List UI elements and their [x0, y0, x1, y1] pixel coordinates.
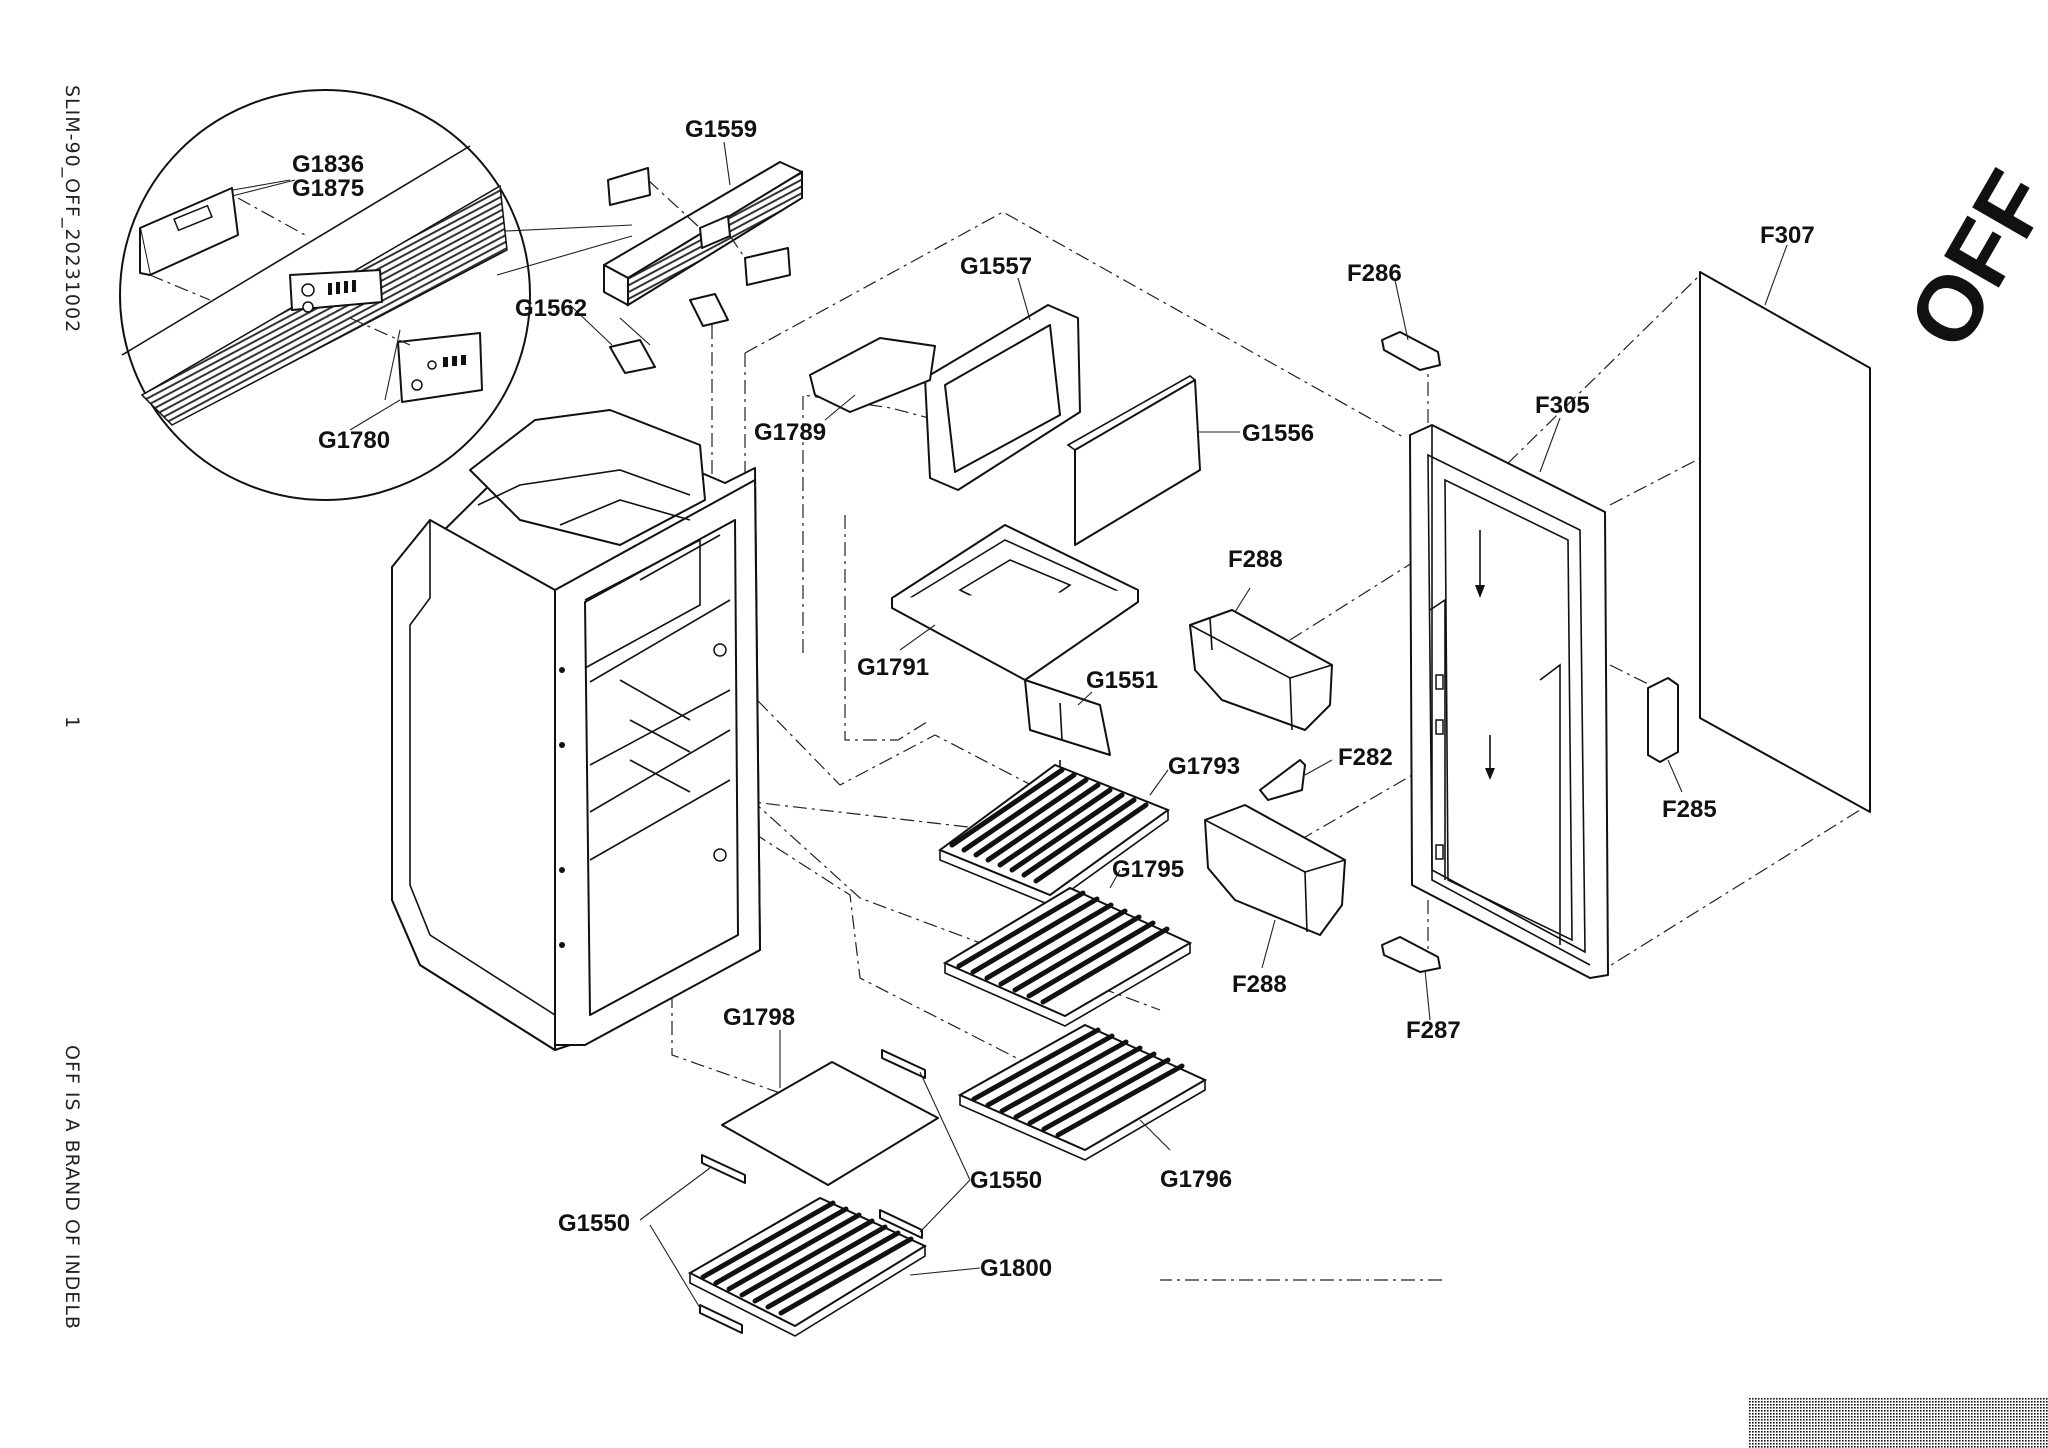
- bracket-f282-part: [1259, 759, 1306, 801]
- shelf-supports-part: [699, 1049, 926, 1334]
- label-G1836: G1836: [292, 151, 364, 178]
- shelf-g1793: [937, 763, 1171, 906]
- label-G1795: G1795: [1112, 856, 1184, 883]
- off-logo: OFF: [1889, 155, 2048, 365]
- detail-zoom-circle: [119, 89, 633, 501]
- label-G1796: G1796: [1160, 1166, 1232, 1193]
- crisper-glass-part: [721, 1061, 939, 1186]
- door-bin-lower: [1204, 804, 1346, 936]
- label-F285: F285: [1662, 796, 1717, 823]
- label-G1875: G1875: [292, 175, 364, 202]
- drawing-code-text: SLIM-90_OFF_20231002: [61, 85, 83, 333]
- label-F282: F282: [1338, 744, 1393, 771]
- hinge-top-part: [1381, 331, 1441, 371]
- label-F307: F307: [1760, 222, 1815, 249]
- page-number-text: 1: [61, 716, 83, 729]
- cabinet-body: [391, 409, 761, 1051]
- label-G1550-left: G1550: [558, 1210, 630, 1237]
- label-F286: F286: [1347, 260, 1402, 287]
- shelf-g1795: [942, 886, 1193, 1027]
- label-G1793: G1793: [1168, 753, 1240, 780]
- freezer-frame-part: [809, 304, 1201, 546]
- latch-f285-part: [1647, 677, 1679, 763]
- label-G1791: G1791: [857, 654, 929, 681]
- label-G1798: G1798: [723, 1004, 795, 1031]
- shelf-g1800: [687, 1196, 928, 1337]
- label-G1551: G1551: [1086, 667, 1158, 694]
- label-G1550-right: G1550: [970, 1167, 1042, 1194]
- door-bin-upper: [1189, 609, 1333, 731]
- svg-text:OFF: OFF: [1889, 155, 2048, 365]
- label-F287: F287: [1406, 1017, 1461, 1044]
- label-F305: F305: [1535, 392, 1590, 419]
- label-F288-lower: F288: [1232, 971, 1287, 998]
- shelf-g1796: [957, 1023, 1208, 1161]
- label-G1800: G1800: [980, 1255, 1052, 1282]
- corner-hatch-bar: [1748, 1397, 2048, 1448]
- label-G1562: G1562: [515, 295, 587, 322]
- door-panel-f307: [1699, 271, 1871, 813]
- label-G1780: G1780: [318, 427, 390, 454]
- label-G1557: G1557: [960, 253, 1032, 280]
- hinge-bottom-part: [1381, 936, 1441, 973]
- fridge-door-part: [1409, 424, 1609, 979]
- part-labels: G1559 G1836 G1875 G1562 G1780 G1557 G178…: [292, 116, 1815, 1282]
- label-G1556: G1556: [1242, 420, 1314, 447]
- label-G1789: G1789: [754, 419, 826, 446]
- top-panel-part: [603, 161, 803, 374]
- leader-lines: [231, 141, 1788, 1309]
- label-F288-upper: F288: [1228, 546, 1283, 573]
- label-G1559: G1559: [685, 116, 757, 143]
- brand-text: OFF IS A BRAND OF INDELB: [61, 1045, 83, 1330]
